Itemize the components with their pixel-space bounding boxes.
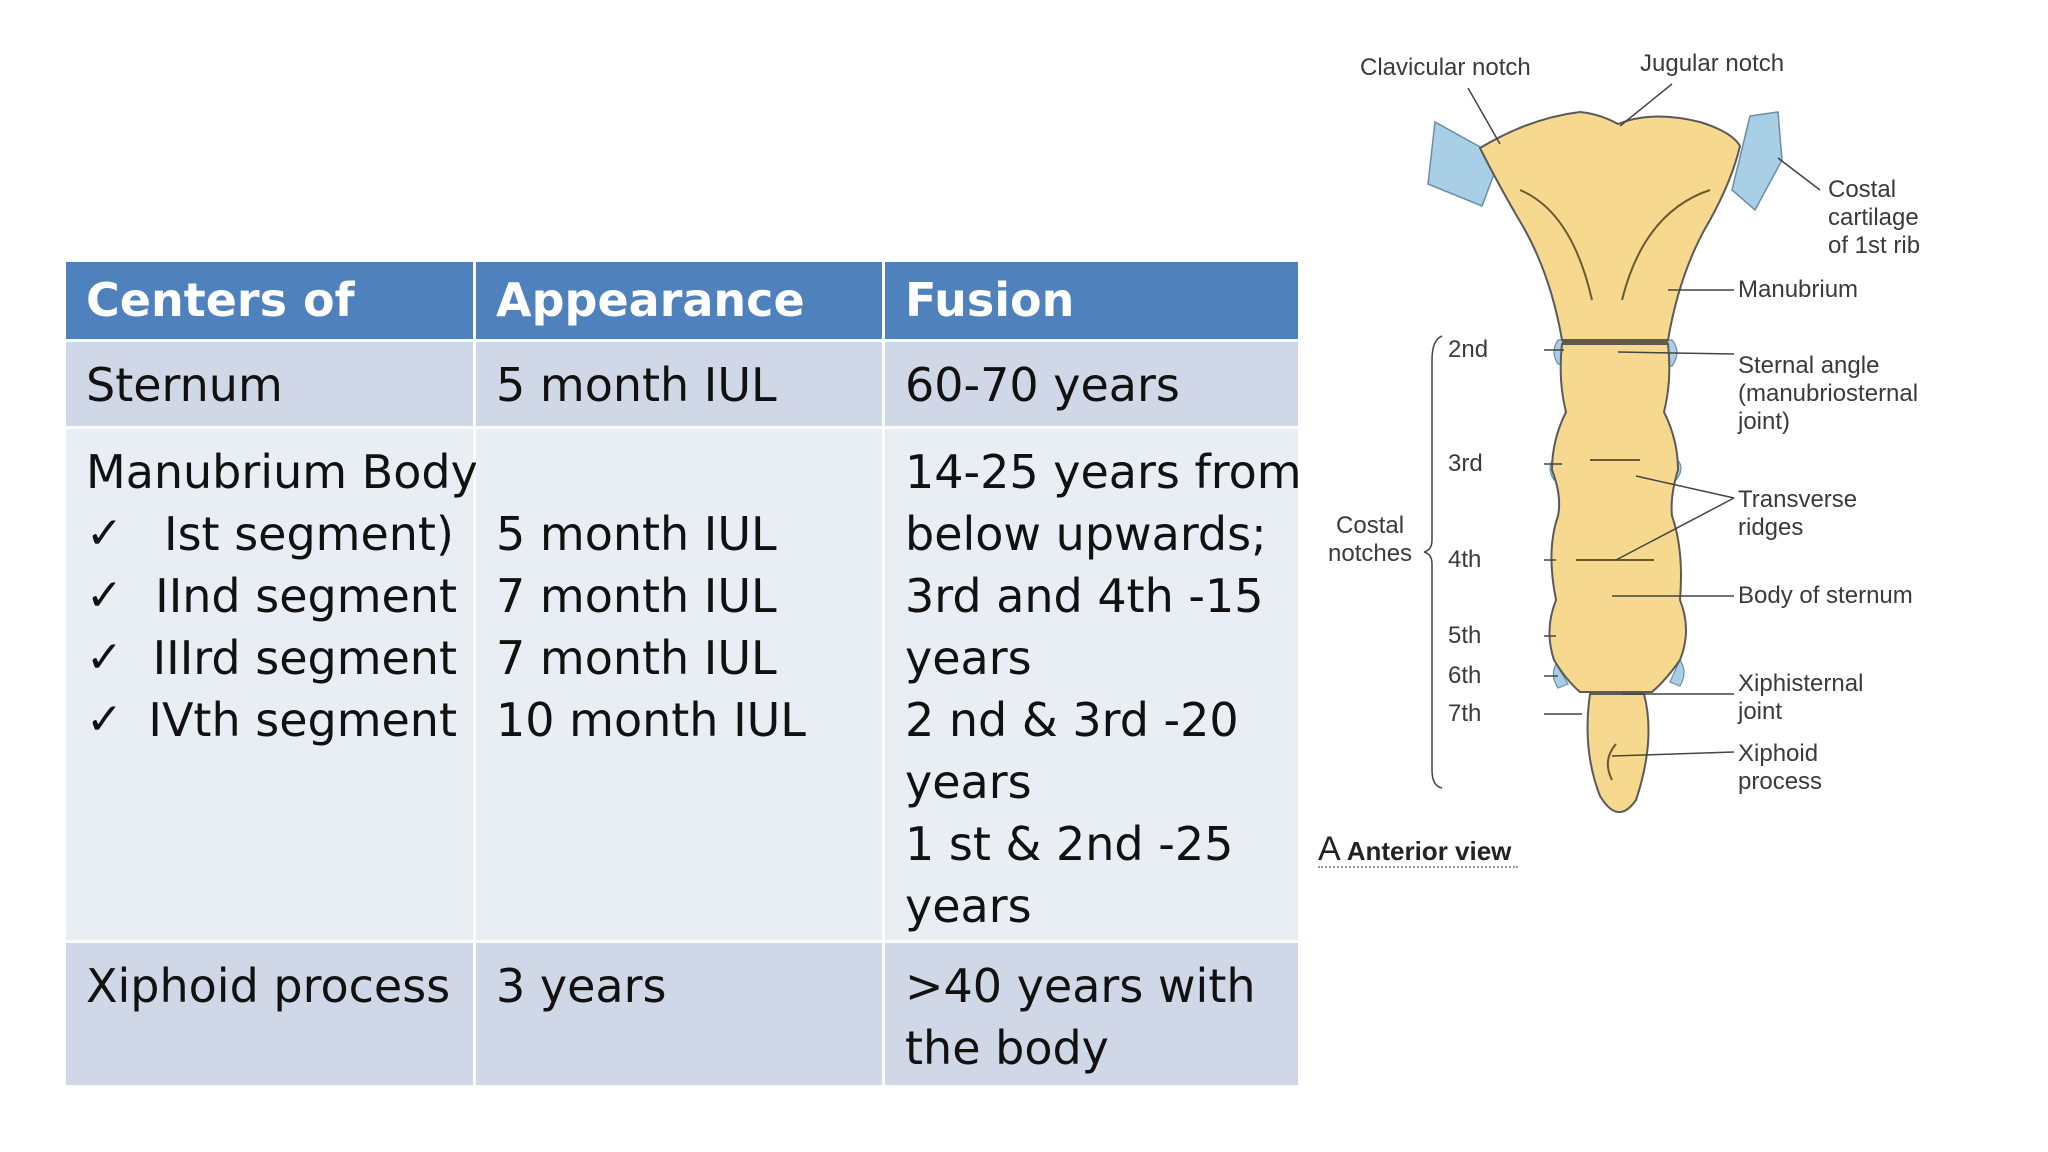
sternum-diagram: Clavicular notch Jugular notch Costal ca… — [1300, 40, 2040, 900]
leader-lines — [1423, 83, 1821, 789]
header-fusion: Fusion — [885, 262, 1298, 342]
label-jugular-notch: Jugular notch — [1640, 50, 1785, 77]
check-icon: ✓ — [86, 694, 123, 745]
label-costal-notches: Costal notches — [1328, 512, 1413, 567]
left-costal-cartilage — [1427, 120, 1501, 207]
appearance-1: 5 month IUL — [496, 507, 777, 561]
header-appearance: Appearance — [476, 262, 885, 342]
label-body-of-sternum: Body of sternum — [1738, 582, 1913, 609]
fusion-line: years — [905, 755, 1032, 809]
fusion-line: below upwards; — [905, 507, 1267, 561]
cell-xiphoid-appearance: 3 years — [476, 943, 885, 1088]
check-icon: ✓ — [86, 508, 123, 559]
fusion-line: the body — [905, 1021, 1109, 1075]
cell-manubrium-fusion: 14-25 years from below upwards; 3rd and … — [885, 429, 1302, 943]
xiphoid-shape — [1586, 693, 1650, 813]
header-centers: Centers of bones — [66, 262, 476, 389]
cell-xiphoid-center: Xiphoid process — [66, 943, 476, 1088]
cell-manubrium-center: Manubrium Body ✓Ist segment) ✓IInd segme… — [66, 429, 478, 943]
label-manubrium: Manubrium — [1738, 276, 1859, 303]
segment-3: ✓IIIrd segment — [86, 627, 457, 689]
cell-sternum-fusion: 60-70 years — [885, 342, 1298, 429]
label-notch-6th: 6th — [1448, 662, 1482, 689]
label-costal-cartilage: Costal cartilage of 1st rib — [1828, 176, 1921, 259]
right-costal-cartilage — [1731, 111, 1783, 212]
label-sternal-angle: Sternal angle (manubriosternal joint) — [1738, 352, 1919, 435]
cell-sternum-center: Sternum — [66, 342, 476, 429]
segment-2: ✓IInd segment — [86, 565, 457, 627]
fusion-line: 1 st & 2nd -25 — [905, 817, 1234, 871]
fusion-line: years — [905, 631, 1032, 685]
label-notch-2nd: 2nd — [1448, 336, 1489, 363]
segment-4: ✓IVth segment — [86, 689, 457, 751]
copyright-line — [1318, 866, 1518, 872]
label-xiphoid-process: Xiphoid process — [1738, 740, 1823, 795]
label-transverse-ridges: Transverse ridges — [1738, 486, 1858, 541]
manubrium-shape — [1478, 110, 1742, 341]
label-notch-7th: 7th — [1448, 700, 1482, 727]
caption-text: Anterior view — [1346, 836, 1512, 866]
cell-sternum-appearance: 5 month IUL — [476, 342, 885, 429]
label-clavicular-notch: Clavicular notch — [1360, 54, 1531, 81]
fusion-line: >40 years with — [905, 959, 1256, 1013]
label-notch-3rd: 3rd — [1448, 450, 1483, 477]
appearance-2: 7 month IUL — [496, 569, 777, 623]
segment-1: ✓Ist segment) — [86, 503, 457, 565]
check-icon: ✓ — [86, 632, 123, 683]
fusion-line: 2 nd & 3rd -20 — [905, 693, 1239, 747]
body-of-sternum-shape — [1548, 343, 1687, 693]
cell-xiphoid-fusion: >40 years with the body — [885, 943, 1298, 1088]
ossification-table: Centers of bones Appearance Fusion Stern… — [66, 262, 1302, 1088]
manubrium-body-label: Manubrium Body — [86, 445, 478, 499]
fusion-line: years — [905, 879, 1032, 933]
label-notch-5th: 5th — [1448, 622, 1482, 649]
appearance-4: 10 month IUL — [496, 693, 806, 747]
check-icon: ✓ — [86, 570, 123, 621]
caption-letter: A — [1318, 830, 1341, 868]
sternum-illustration — [1423, 83, 1821, 813]
appearance-3: 7 month IUL — [496, 631, 777, 685]
label-notch-4th: 4th — [1448, 546, 1482, 573]
cell-manubrium-appearance: 5 month IUL 7 month IUL 7 month IUL 10 m… — [476, 429, 885, 943]
fusion-line: 14-25 years from — [905, 445, 1302, 499]
label-xiphisternal-joint: Xiphisternal joint — [1738, 670, 1864, 725]
fusion-line: 3rd and 4th -15 — [905, 569, 1264, 623]
